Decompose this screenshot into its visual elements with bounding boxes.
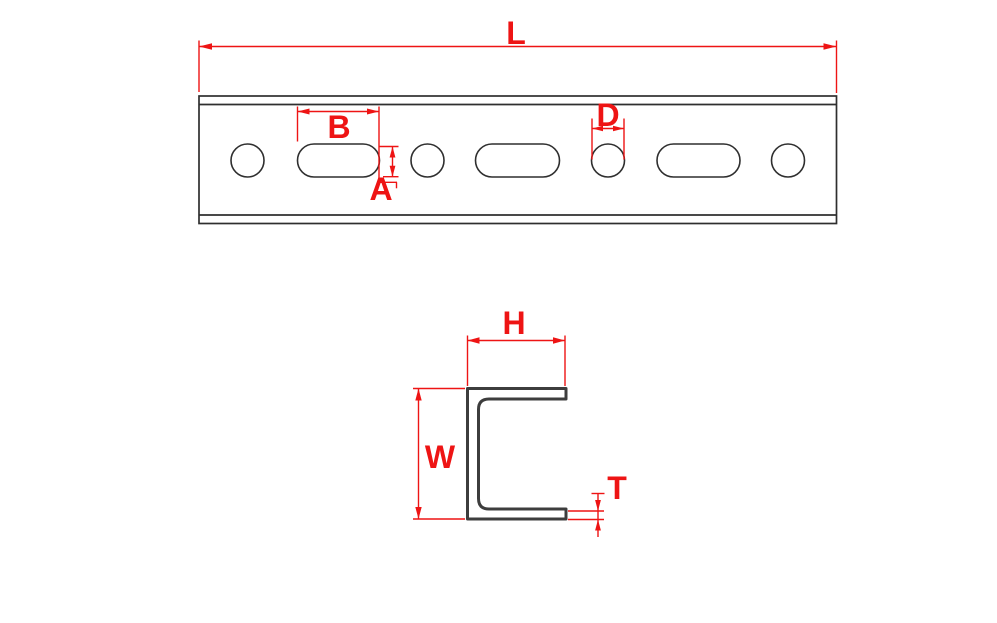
dimension-web-height: W <box>413 387 465 520</box>
dimension-label-length: L <box>506 15 526 51</box>
arrowhead-up-icon <box>595 519 601 531</box>
round-hole <box>770 143 806 178</box>
arrowhead-left-icon <box>467 337 480 344</box>
dimension-slot-length: B <box>296 106 380 181</box>
round-hole <box>410 143 445 178</box>
arrowhead-right-icon <box>823 43 837 50</box>
dimension-label-slot-length: B <box>327 109 350 145</box>
arrowhead-down-icon <box>389 165 396 177</box>
arrowhead-left-icon <box>199 43 212 50</box>
slot-hole <box>296 143 381 178</box>
arrowhead-down-icon <box>595 500 601 511</box>
arrowheads <box>297 108 379 115</box>
arrowhead-right-icon <box>367 108 379 115</box>
dimension-slot-width: A <box>369 145 399 207</box>
dimension-length: L <box>198 15 838 93</box>
dimension-label-hole-diameter: D <box>596 97 619 133</box>
arrowheads <box>199 43 837 50</box>
slot-hole <box>656 143 741 178</box>
arrowhead-right-icon <box>613 125 624 132</box>
arrowheads <box>389 146 396 177</box>
arrowhead-up-icon <box>415 388 422 401</box>
slot-hole <box>474 143 561 178</box>
dimension-label-wall-thickness: T <box>607 470 627 506</box>
arrowheads <box>592 125 624 132</box>
round-hole <box>230 143 265 178</box>
round-hole <box>590 143 626 178</box>
dimension-hole-diameter: D <box>591 97 625 160</box>
dimension-wall-thickness: T <box>568 470 627 537</box>
hole-pattern <box>230 143 806 178</box>
arrowhead-left-icon <box>592 125 603 132</box>
arrowheads <box>415 388 422 519</box>
dimension-label-web-height: W <box>425 439 456 475</box>
arrowhead-up-icon <box>389 146 396 158</box>
arrowheads <box>467 337 565 344</box>
section-view: H W T <box>413 305 627 537</box>
arrowhead-down-icon <box>415 507 422 519</box>
arrowhead-right-icon <box>553 337 565 344</box>
arrowhead-left-icon <box>297 108 310 115</box>
top-view: L B A <box>198 15 838 225</box>
dimension-label-slot-width: A <box>369 171 392 207</box>
dimension-flange-width: H <box>466 305 566 386</box>
dimension-label-flange-width: H <box>502 305 525 341</box>
channel-section-outline <box>466 387 568 521</box>
arrowheads <box>595 500 601 531</box>
